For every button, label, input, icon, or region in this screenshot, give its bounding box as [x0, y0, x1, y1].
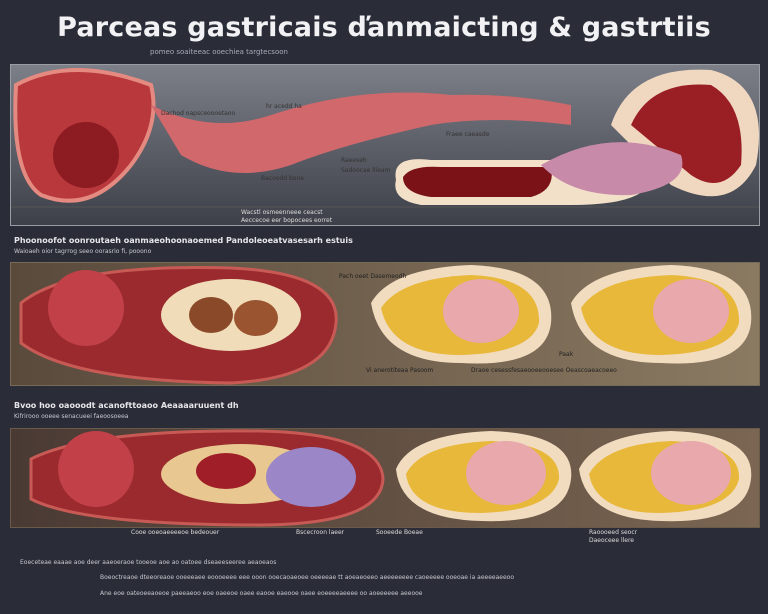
label: hr acedd ha — [266, 103, 302, 110]
caption: Wacstl osmeenneee ceacst — [241, 209, 323, 216]
label: Bscecroon laeer — [296, 529, 345, 536]
label: Pach oeet Dasemeodh — [339, 273, 407, 280]
section-3-header: Bvoo hoo oaooodt acanofttoaoo Aeaaaaruue… — [14, 401, 239, 410]
label: Draoe cesessfesaeooeeooesee Oeascoaeacoe… — [471, 367, 617, 374]
illustration-cross-sections-2 — [29, 429, 752, 527]
label: Raoooeed seocr — [589, 529, 638, 536]
page-title: Parceas gastricais ďanmaicting & gastrti… — [57, 12, 711, 43]
label: Sooeede Boeae — [376, 529, 423, 536]
label: Sadoocae llieam — [341, 167, 391, 174]
footer-line: Ane eoe oateoeeaoeoe paeeaeoo eoe oaeeoe… — [100, 590, 423, 597]
footer-line: Eoeceteae eaaae aoe deer aaeoeraoe tooeo… — [20, 559, 277, 566]
illustration-cross-sections — [19, 265, 752, 385]
label: Bacoodd bone — [261, 175, 304, 182]
illustration-stomach-pancreas — [11, 68, 759, 208]
section-2-header: Phoonoofot oonroutaeh oanmaeohoonaoemed … — [14, 236, 353, 245]
label: Paak — [559, 351, 574, 358]
label: Vi anerotiteaa Pasoom — [366, 367, 434, 374]
label: Daeoceee llere — [589, 537, 634, 544]
label: Raeeseh — [341, 157, 367, 164]
label: Fraee caeasde — [446, 131, 490, 138]
label: Cooe ooeoaeeeeoe bedeouer — [131, 529, 220, 536]
page-subtitle: pomeo soaiteeac ooechiea targtecsoon — [150, 48, 288, 56]
label: Dachod oapsceoooetaoo — [161, 110, 236, 117]
panel-gastritis-cross-sections: Pach oeet Dasemeodh Paak Vi anerotiteaa … — [10, 262, 760, 386]
panel-stomach-pancreas-overview: Dachod oapsceoooetaoo hr acedd ha Bacood… — [10, 64, 760, 226]
section-2-subheader: Waioaeh oior tagrrog seeo oorasrio fi, p… — [14, 248, 152, 255]
footer-line: Boeoctreaoe dteeoreaoe ooeeeaee eoooeeee… — [100, 574, 514, 581]
caption: Aeccecoe eer bopocees eorret — [241, 217, 333, 224]
panel-pancreatitis-cross-sections: Cooe ooeoaeeeeoe bedeouer Bscecroon laee… — [10, 428, 760, 544]
section-3-subheader: Kifrirooo ooeee senacueei faeoosoeea — [14, 413, 129, 420]
